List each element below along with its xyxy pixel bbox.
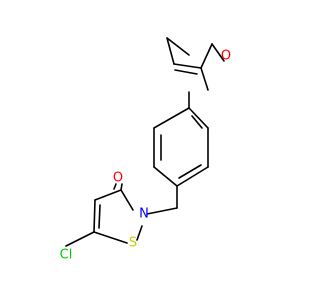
isothiazolone-ring — [65, 183, 143, 247]
molecule-structure: O O N S Cl — [60, 37, 231, 263]
molecule-canvas: O O N S Cl — [59, 37, 232, 263]
chlorine-label: Cl — [60, 248, 73, 263]
furan-ring — [166, 37, 225, 91]
benzene-ring — [153, 91, 209, 187]
furan-oxygen-label: O — [221, 49, 231, 64]
methylene-n-bond — [146, 207, 178, 215]
carbonyl-oxygen-label: O — [113, 171, 123, 186]
sulfur-label: S — [129, 236, 137, 251]
nitrogen-label: N — [139, 207, 149, 222]
